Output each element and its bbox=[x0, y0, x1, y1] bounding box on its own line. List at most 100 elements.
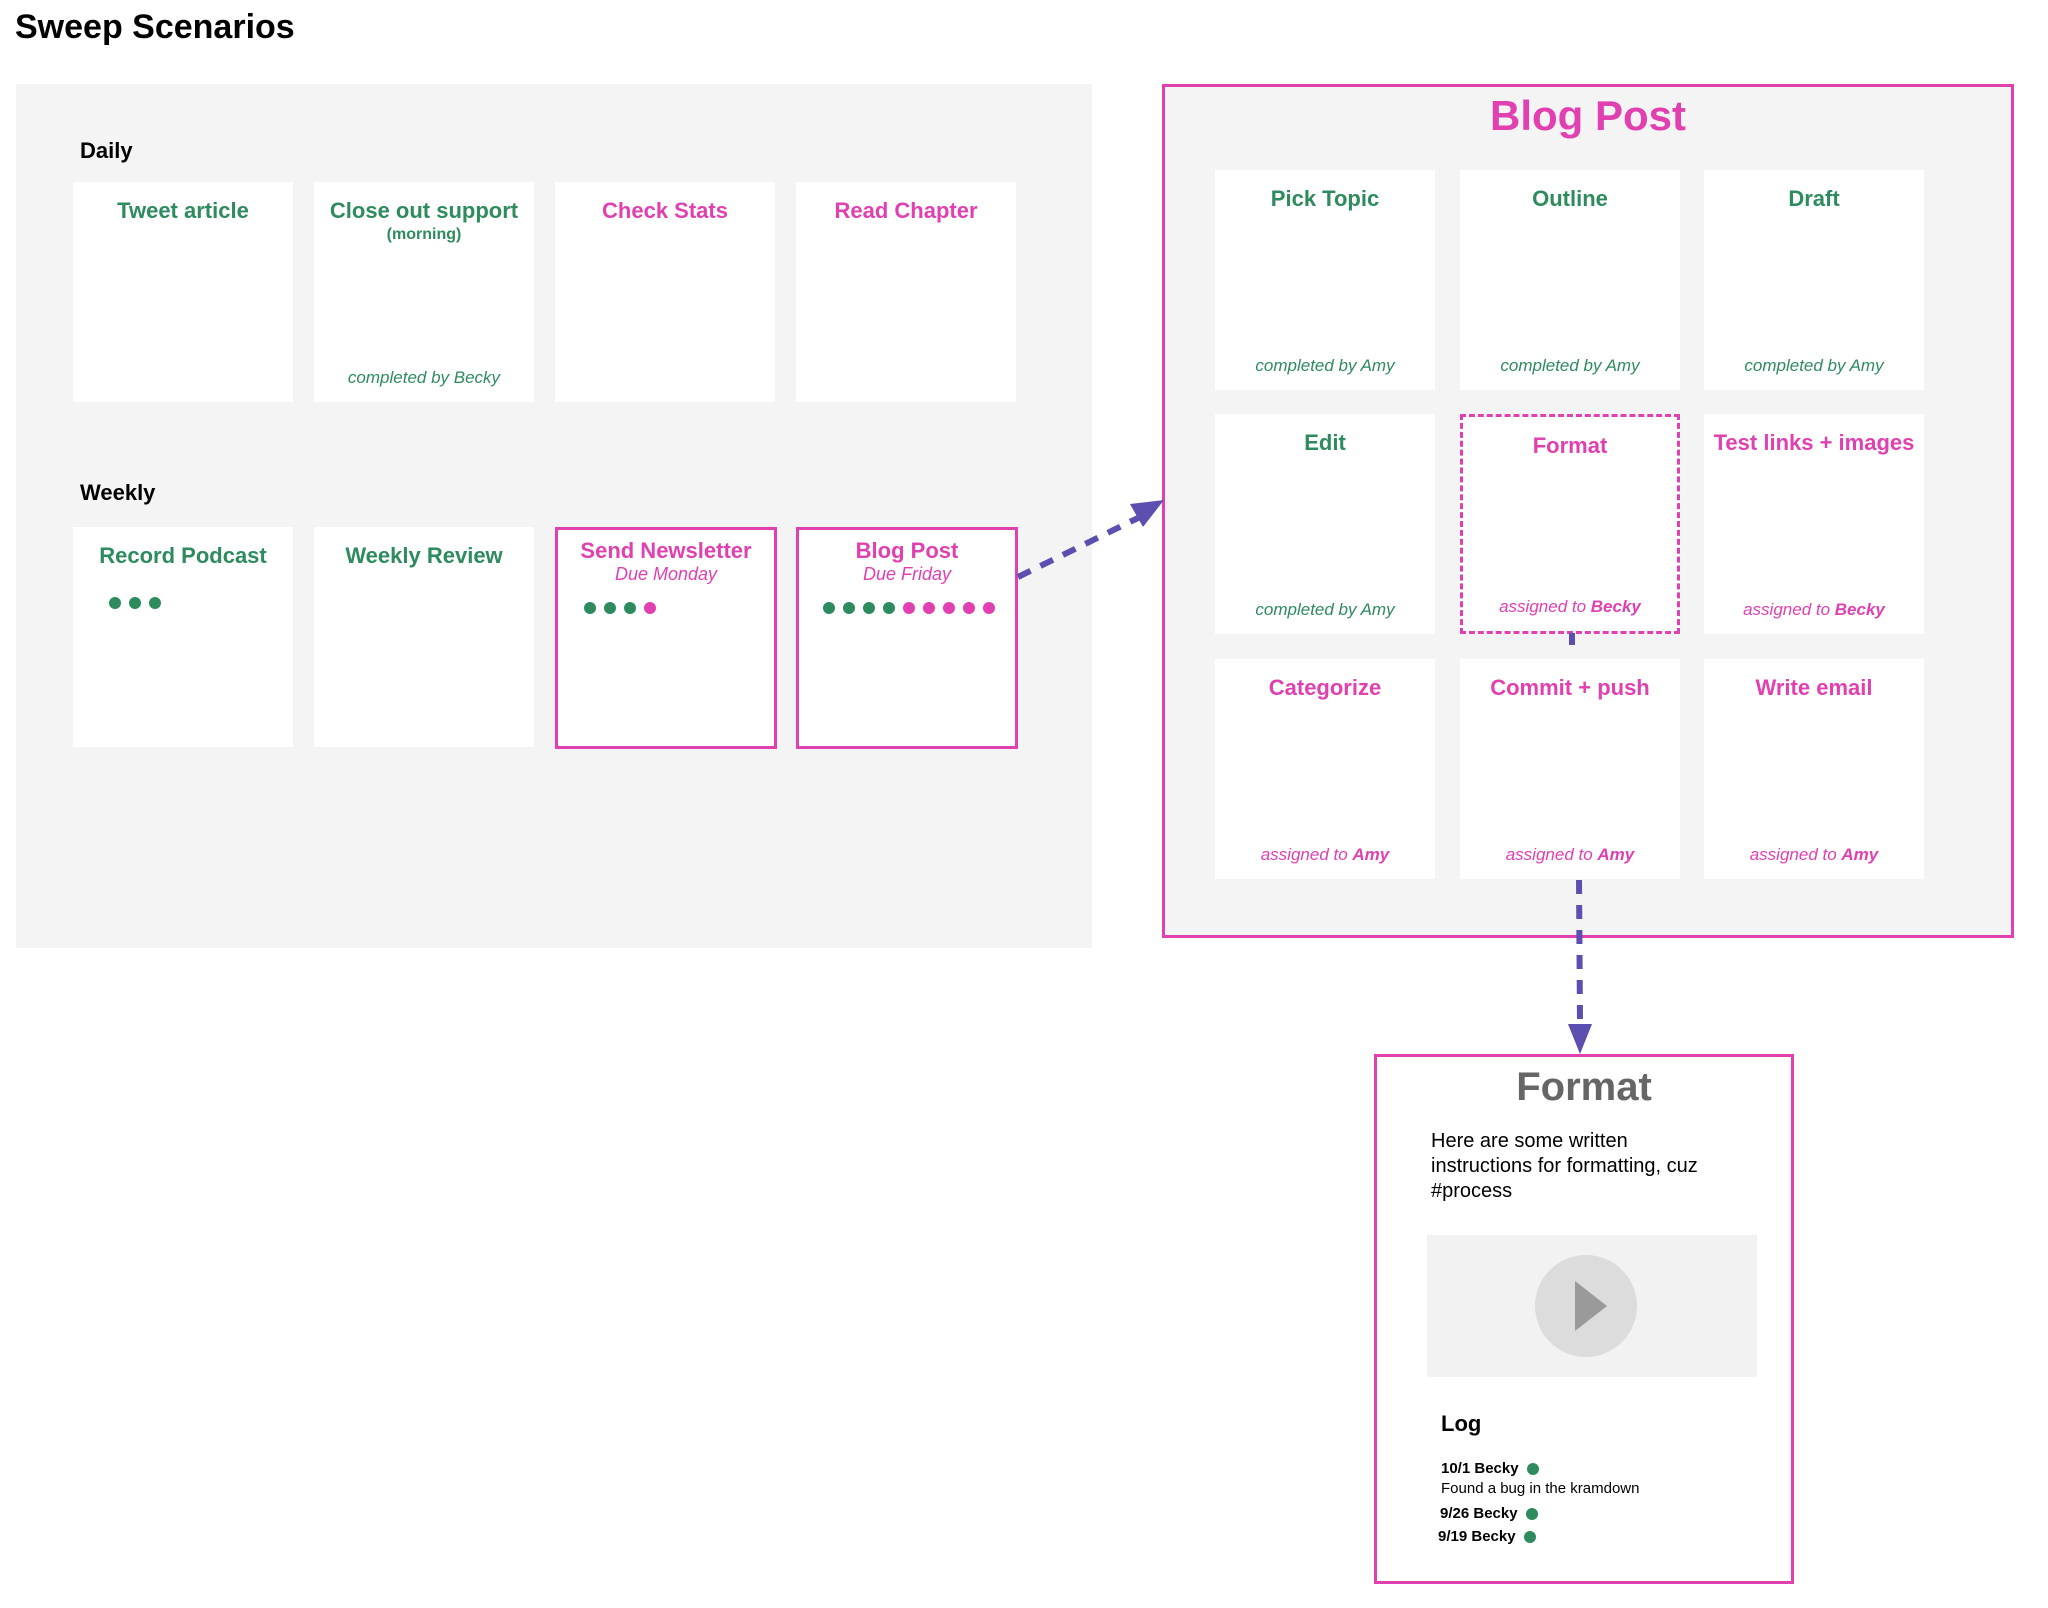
blog-task-card-test-links-images[interactable]: Test links + images assigned to Becky bbox=[1704, 414, 1924, 634]
blog-task-card-pick-topic[interactable]: Pick Topic completed by Amy bbox=[1215, 170, 1435, 390]
blog-post-title: Blog Post bbox=[1490, 92, 1686, 139]
progress-dot-icon bbox=[584, 602, 596, 614]
card-status-text: assigned to bbox=[1260, 845, 1353, 864]
card-status: completed by Amy bbox=[1460, 356, 1680, 376]
card-status: completed by Becky bbox=[347, 368, 501, 387]
progress-dot-icon bbox=[823, 602, 835, 614]
arrow-blogpost-to-panel bbox=[1016, 514, 1142, 580]
card-subtitle: (morning) bbox=[386, 226, 462, 243]
daily-card-read-chapter[interactable]: Read Chapter bbox=[796, 182, 1016, 402]
card-status: completed by Amy bbox=[1215, 356, 1435, 376]
progress-dot-icon bbox=[983, 602, 995, 614]
card-status-text: completed by Amy bbox=[1744, 356, 1884, 375]
progress-dots bbox=[109, 597, 293, 609]
weekly-card-blog-post[interactable]: Blog Post Due Friday bbox=[796, 527, 1018, 749]
card-status-text: assigned to bbox=[1749, 845, 1842, 864]
daily-card-tweet-article[interactable]: Tweet article bbox=[73, 182, 293, 402]
progress-dot-icon bbox=[109, 597, 121, 609]
progress-dot-icon bbox=[624, 602, 636, 614]
play-button[interactable] bbox=[1535, 1255, 1637, 1357]
status-dot-icon bbox=[1523, 1530, 1536, 1543]
card-title: Close out support bbox=[329, 198, 519, 223]
card-status-text: completed by Amy bbox=[1255, 600, 1395, 619]
card-title: Commit + push bbox=[1490, 675, 1650, 700]
card-title: Read Chapter bbox=[834, 198, 978, 223]
card-status: assigned to Becky bbox=[1704, 600, 1924, 620]
card-title: Pick Topic bbox=[1270, 186, 1380, 211]
log-entry-label: 10/1 Becky bbox=[1441, 1460, 1519, 1477]
card-status: assigned to Amy bbox=[1460, 845, 1680, 865]
progress-dot-icon bbox=[843, 602, 855, 614]
card-status: assigned to Amy bbox=[1215, 845, 1435, 865]
card-status: assigned to Becky bbox=[1463, 597, 1677, 617]
log-entry-label: 9/26 Becky bbox=[1440, 1505, 1518, 1522]
progress-dot-icon bbox=[923, 602, 935, 614]
card-status-name: Amy bbox=[1352, 845, 1390, 864]
arrow-commit-to-detail bbox=[1576, 879, 1583, 1023]
daily-card-close-out-support[interactable]: Close out support (morning) completed by… bbox=[314, 182, 534, 402]
progress-dot-icon bbox=[149, 597, 161, 609]
progress-dots bbox=[823, 602, 1015, 614]
card-title: Edit bbox=[1304, 430, 1346, 455]
format-detail-panel: Format Here are some written instruction… bbox=[1374, 1054, 1794, 1584]
progress-dot-icon bbox=[863, 602, 875, 614]
card-status: completed by Amy bbox=[1704, 356, 1924, 376]
detail-instructions: Here are some written instructions for f… bbox=[1431, 1130, 1698, 1202]
progress-dot-icon bbox=[883, 602, 895, 614]
card-title: Record Podcast bbox=[99, 543, 267, 568]
status-dot-icon bbox=[1526, 1462, 1539, 1475]
card-title: Check Stats bbox=[602, 198, 728, 223]
blog-task-card-draft[interactable]: Draft completed by Amy bbox=[1704, 170, 1924, 390]
progress-dot-icon bbox=[604, 602, 616, 614]
card-title: Tweet article bbox=[117, 198, 249, 223]
daily-label: Daily bbox=[80, 138, 133, 163]
card-title: Draft bbox=[1788, 186, 1840, 211]
card-status-name: Becky bbox=[1834, 600, 1885, 619]
blog-task-card-commit-push[interactable]: Commit + push assigned to Amy bbox=[1460, 659, 1680, 879]
blog-task-card-outline[interactable]: Outline completed by Amy bbox=[1460, 170, 1680, 390]
card-title: Categorize bbox=[1268, 675, 1382, 700]
progress-dot-icon bbox=[644, 602, 656, 614]
card-title: Blog Post bbox=[855, 538, 959, 563]
card-title: Test links + images bbox=[1713, 430, 1915, 455]
arrowhead-icon bbox=[1568, 1024, 1592, 1054]
progress-dot-icon bbox=[129, 597, 141, 609]
progress-dot-icon bbox=[963, 602, 975, 614]
card-status-name: Amy bbox=[1841, 845, 1879, 864]
log-entry: 10/1 Becky bbox=[1441, 1460, 1539, 1477]
log-entry-note: Found a bug in the kramdown bbox=[1441, 1480, 1640, 1497]
log-title: Log bbox=[1441, 1411, 1482, 1436]
weekly-card-send-newsletter[interactable]: Send Newsletter Due Monday bbox=[555, 527, 777, 749]
log-entry: 9/19 Becky bbox=[1438, 1528, 1536, 1545]
progress-dot-icon bbox=[903, 602, 915, 614]
progress-dots bbox=[584, 602, 774, 614]
daily-card-check-stats[interactable]: Check Stats bbox=[555, 182, 775, 402]
page-title: Sweep Scenarios bbox=[15, 8, 295, 46]
card-status-name: Amy bbox=[1597, 845, 1635, 864]
card-status-text: assigned to bbox=[1499, 597, 1591, 616]
card-status-name: Becky bbox=[1590, 597, 1641, 616]
card-status-text: assigned to bbox=[1505, 845, 1598, 864]
card-status-text: assigned to bbox=[1743, 600, 1835, 619]
card-title: Outline bbox=[1532, 186, 1608, 211]
weekly-card-record-podcast[interactable]: Record Podcast bbox=[73, 527, 293, 747]
blog-task-card-edit[interactable]: Edit completed by Amy bbox=[1215, 414, 1435, 634]
status-dot-icon bbox=[1525, 1507, 1538, 1520]
progress-dot-icon bbox=[943, 602, 955, 614]
card-title: Send Newsletter bbox=[580, 538, 752, 563]
detail-title: Format bbox=[1516, 1065, 1652, 1109]
blog-task-card-categorize[interactable]: Categorize assigned to Amy bbox=[1215, 659, 1435, 879]
card-status-text: completed by Amy bbox=[1255, 356, 1395, 375]
card-status: assigned to Amy bbox=[1704, 845, 1924, 865]
card-status: completed by Amy bbox=[1215, 600, 1435, 620]
weekly-card-weekly-review[interactable]: Weekly Review bbox=[314, 527, 534, 747]
play-icon bbox=[1575, 1281, 1607, 1331]
card-title: Weekly Review bbox=[345, 543, 503, 568]
log-entry-label: 9/19 Becky bbox=[1438, 1528, 1516, 1545]
card-due: Due Friday bbox=[862, 564, 952, 584]
log-entry: 9/26 Becky bbox=[1440, 1505, 1538, 1522]
video-player[interactable] bbox=[1427, 1235, 1757, 1377]
